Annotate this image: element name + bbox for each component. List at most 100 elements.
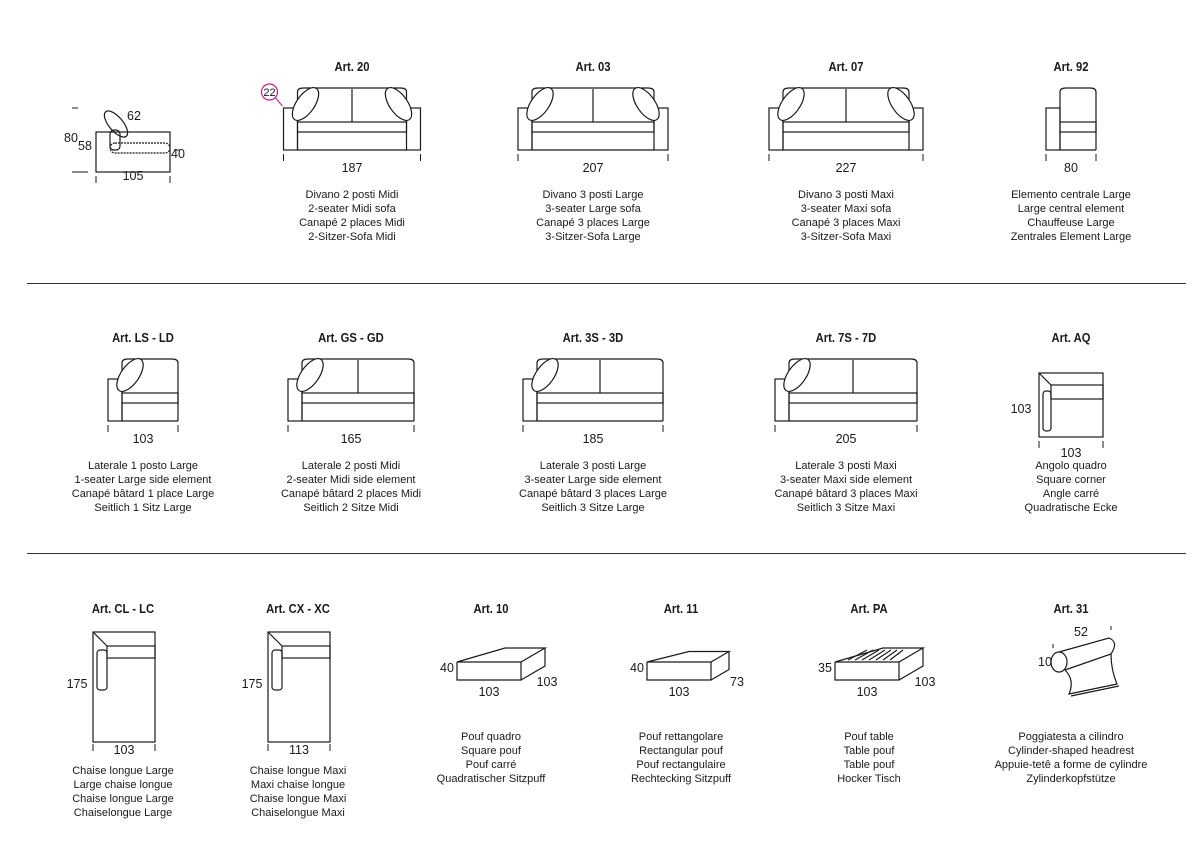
description-line: Pouf carré: [465, 759, 517, 771]
description-line: Zylinderkopfstütze: [1026, 773, 1116, 785]
description-line: 2-seater Midi side element: [286, 474, 416, 486]
description-line: Table pouf: [843, 759, 895, 771]
product-title: Art. 07: [828, 60, 864, 74]
headrest-badge: 22: [263, 87, 275, 99]
description-line: Seitlich 3 Sitze Large: [541, 502, 645, 514]
description-line: Divano 2 posti Midi: [305, 189, 399, 201]
description-line: 3-seater Large side element: [524, 474, 662, 486]
description-line: Maxi chaise longue: [250, 779, 346, 791]
description-line: Square corner: [1036, 474, 1106, 486]
dimension-label: 103: [114, 743, 135, 757]
dimension-label: 35: [818, 661, 832, 675]
product-drawing: 175 103: [67, 631, 156, 757]
description-line: Pouf rectangulaire: [636, 759, 726, 771]
pillow: [291, 87, 320, 121]
description-line: Canapé bâtard 3 places Large: [519, 488, 667, 500]
product-title: Art. PA: [850, 602, 888, 616]
description-line: Cylinder-shaped headrest: [1008, 745, 1134, 757]
dimension-label: 10: [1038, 655, 1052, 669]
dimension-label: 175: [67, 677, 88, 691]
product-drawing: 40 103 103: [440, 647, 558, 699]
description-line: Poggiatesta a cilindro: [1018, 731, 1124, 743]
dimension-label: 103: [537, 675, 558, 689]
description-line: Angle carré: [1042, 488, 1100, 500]
description-line: Rechtecking Sitzpuff: [630, 773, 732, 785]
chaise-plan-drawing: [92, 631, 156, 743]
pillow: [887, 87, 915, 121]
product-title: Art. 7S - 7D: [815, 331, 877, 345]
description-line: 2-seater Midi sofa: [308, 203, 396, 215]
sofa-drawing: [774, 358, 918, 422]
description-line: Seitlich 2 Sitze Midi: [303, 502, 399, 514]
description-line: Quadratische Ecke: [1024, 502, 1118, 514]
dimension-label: 103: [669, 685, 690, 699]
row-divider-2: [27, 553, 1186, 554]
description-line: Chaiselongue Large: [73, 807, 173, 819]
description-line: Square pouf: [461, 745, 521, 757]
description-line: Elemento centrale Large: [1011, 189, 1131, 201]
dimension-label: 103: [857, 685, 878, 699]
description-line: Pouf rettangolare: [638, 731, 724, 743]
description-line: Divano 3 posti Maxi: [798, 189, 894, 201]
pillow: [777, 87, 805, 121]
product-title: Art. CL - LC: [91, 602, 155, 616]
product-drawing: 35 103 103: [818, 647, 936, 699]
description-line: Angolo quadro: [1035, 460, 1107, 472]
product-drawing: 103 103: [1011, 372, 1104, 460]
dimension-label: 40: [630, 661, 644, 675]
pouf-drawing: [834, 647, 926, 681]
description-line: Divano 3 posti Large: [542, 189, 644, 201]
row-divider-1: [27, 283, 1186, 284]
dimension-label: 40: [440, 661, 454, 675]
sofa-drawing: [517, 87, 669, 151]
sofa-drawing: [1045, 87, 1097, 151]
product-title: Art. GS - GD: [318, 331, 384, 345]
description-line: Chaise longue Maxi: [249, 793, 347, 805]
product-title: Art. 03: [575, 60, 611, 74]
sofa-drawing: [768, 87, 924, 151]
sofa-drawing: [107, 358, 179, 422]
dimension-label: 103: [133, 432, 154, 446]
description-line: 3-Sitzer-Sofa Large: [545, 231, 641, 243]
description-line: Zentrales Element Large: [1010, 231, 1132, 243]
pillow: [531, 358, 559, 392]
pillow: [526, 87, 554, 121]
dimension-label: 103: [1011, 402, 1032, 416]
description-line: Rectangular pouf: [639, 745, 723, 757]
product-title: Art. 10: [473, 602, 509, 616]
description-line: Laterale 3 posti Large: [539, 460, 647, 472]
product-drawing: 185: [522, 358, 664, 446]
dimension-label: 103: [1061, 446, 1082, 460]
description-line: Pouf table: [844, 731, 894, 743]
description-line: Table pouf: [843, 745, 895, 757]
sofa-drawing: [287, 358, 415, 422]
dimension-label: 103: [479, 685, 500, 699]
description-line: Laterale 2 posti Midi: [301, 460, 401, 472]
description-line: Laterale 1 posto Large: [87, 460, 199, 472]
product-title: Art. CX - XC: [266, 602, 330, 616]
dimension-label: 103: [915, 675, 936, 689]
side-view-drawing: [95, 110, 171, 173]
description-line: Hocker Tisch: [837, 773, 901, 785]
product-drawing: 165: [287, 358, 415, 446]
dimension-label: 40: [171, 147, 185, 161]
